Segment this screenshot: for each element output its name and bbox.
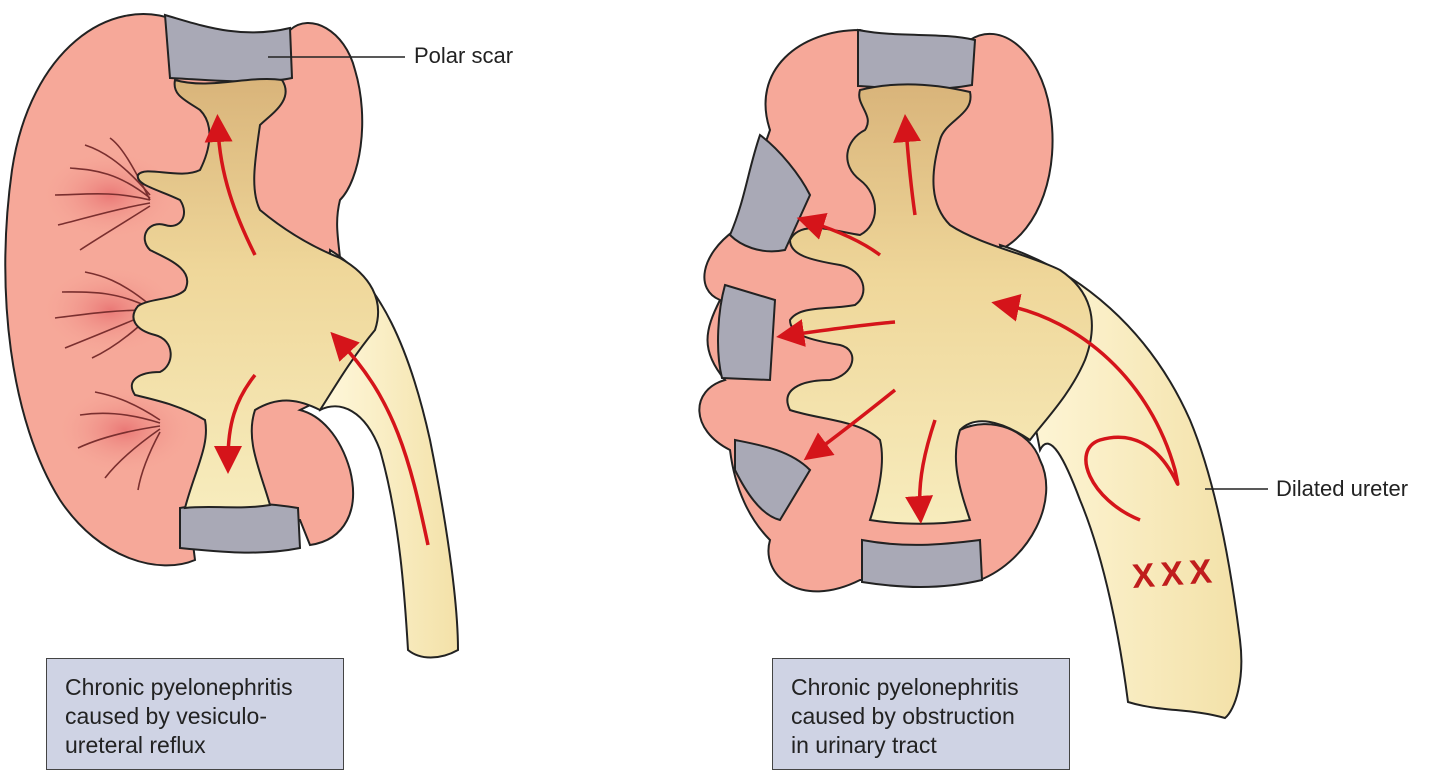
left-reflux-arrows [204, 114, 430, 546]
caption-right-line-2: caused by obstruction [791, 703, 1015, 729]
scar-left-middle [717, 283, 777, 382]
scar-left-lower [734, 438, 812, 522]
polar-scar-upper [163, 13, 294, 83]
scar-top [857, 28, 977, 90]
caption-left-line-2: caused by vesiculo- [65, 703, 267, 729]
polar-scar-lower [179, 501, 302, 554]
caption-right-line-3: in urinary tract [791, 732, 937, 758]
tubules-lower [77, 391, 161, 491]
tubules-upper [54, 137, 151, 251]
right-kidney [698, 28, 1243, 720]
dilated-ureter-label: Dilated ureter [1276, 476, 1409, 501]
caption-right: Chronic pyelonephritis caused by obstruc… [772, 658, 1070, 770]
polar-scar-label: Polar scar [414, 43, 514, 68]
left-renal-pelvis [130, 77, 380, 510]
caption-left-line-3: ureteral reflux [65, 732, 206, 758]
inflamed-medulla-lower [55, 385, 195, 475]
obstruction-mark: XXX [1130, 552, 1220, 596]
caption-left: Chronic pyelonephritis caused by vesicul… [46, 658, 344, 770]
left-kidney [4, 13, 460, 659]
caption-right-line-1: Chronic pyelonephritis [791, 674, 1019, 700]
caption-left-line-1: Chronic pyelonephritis [65, 674, 293, 700]
right-backflow-arrows [776, 114, 1180, 524]
scar-bottom [861, 538, 984, 588]
scar-left-upper [728, 133, 812, 253]
